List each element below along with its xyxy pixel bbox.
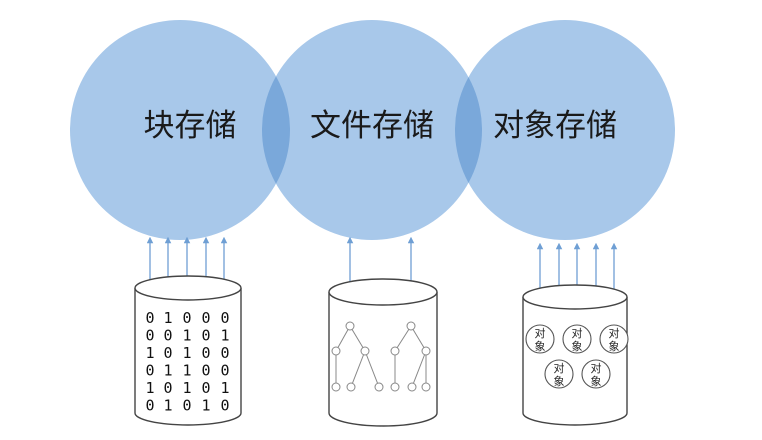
bit-cell: 0 — [220, 344, 229, 362]
bit-cell: 0 — [201, 362, 210, 380]
bit-cell: 1 — [145, 379, 154, 397]
bit-cell: 1 — [182, 327, 191, 345]
bit-cell: 1 — [182, 344, 191, 362]
bit-cell: 0 — [220, 397, 229, 415]
bit-cell: 0 — [182, 397, 191, 415]
bit-cell: 1 — [163, 397, 172, 415]
object-node-label: 象 — [572, 340, 583, 353]
object-node: 对象 — [581, 359, 611, 389]
object-storage-circle — [455, 20, 675, 240]
object-node-label: 对 — [609, 326, 620, 340]
bit-cell: 0 — [163, 379, 172, 397]
bit-cell: 0 — [163, 344, 172, 362]
bit-cell: 0 — [145, 309, 154, 327]
bit-cell: 0 — [201, 379, 210, 397]
file-storage-circle — [262, 20, 482, 240]
bit-cell: 1 — [163, 362, 172, 380]
object-node: 对象 — [525, 324, 555, 354]
bit-cell: 0 — [201, 309, 210, 327]
object-node-label: 象 — [535, 340, 546, 353]
object-node: 对象 — [544, 359, 574, 389]
venn-circles — [70, 20, 675, 240]
bit-cell: 0 — [145, 397, 154, 415]
object-storage-title: 对象存储 — [493, 108, 617, 144]
object-node-label: 对 — [591, 361, 602, 375]
object-node-label: 对 — [554, 361, 565, 375]
bit-cell: 1 — [220, 379, 229, 397]
object-node-label: 象 — [554, 375, 565, 388]
object-node-label: 象 — [591, 375, 602, 388]
bit-cell: 0 — [201, 327, 210, 345]
object-node: 对象 — [599, 324, 629, 354]
bit-cell: 1 — [145, 344, 154, 362]
bit-cell: 0 — [220, 362, 229, 380]
bit-cell: 0 — [145, 362, 154, 380]
block-storage-circle — [70, 20, 290, 240]
object-node-label: 对 — [535, 326, 546, 340]
file-tree — [331, 321, 431, 392]
bit-cell: 0 — [201, 344, 210, 362]
file-storage-title: 文件存储 — [310, 108, 434, 144]
file-storage-cylinder — [328, 278, 438, 427]
bit-cell: 1 — [201, 397, 210, 415]
bit-cell: 1 — [182, 362, 191, 380]
bit-cell: 1 — [220, 327, 229, 345]
bit-cell: 0 — [163, 327, 172, 345]
bit-cell: 0 — [220, 309, 229, 327]
object-node-label: 对 — [572, 326, 583, 340]
object-node: 对象 — [562, 324, 592, 354]
bit-cell: 0 — [145, 327, 154, 345]
object-node-label: 象 — [609, 340, 620, 353]
bit-cell: 1 — [182, 379, 191, 397]
bit-cell: 0 — [182, 309, 191, 327]
block-storage-title: 块存储 — [144, 108, 237, 144]
bit-cell: 1 — [163, 309, 172, 327]
